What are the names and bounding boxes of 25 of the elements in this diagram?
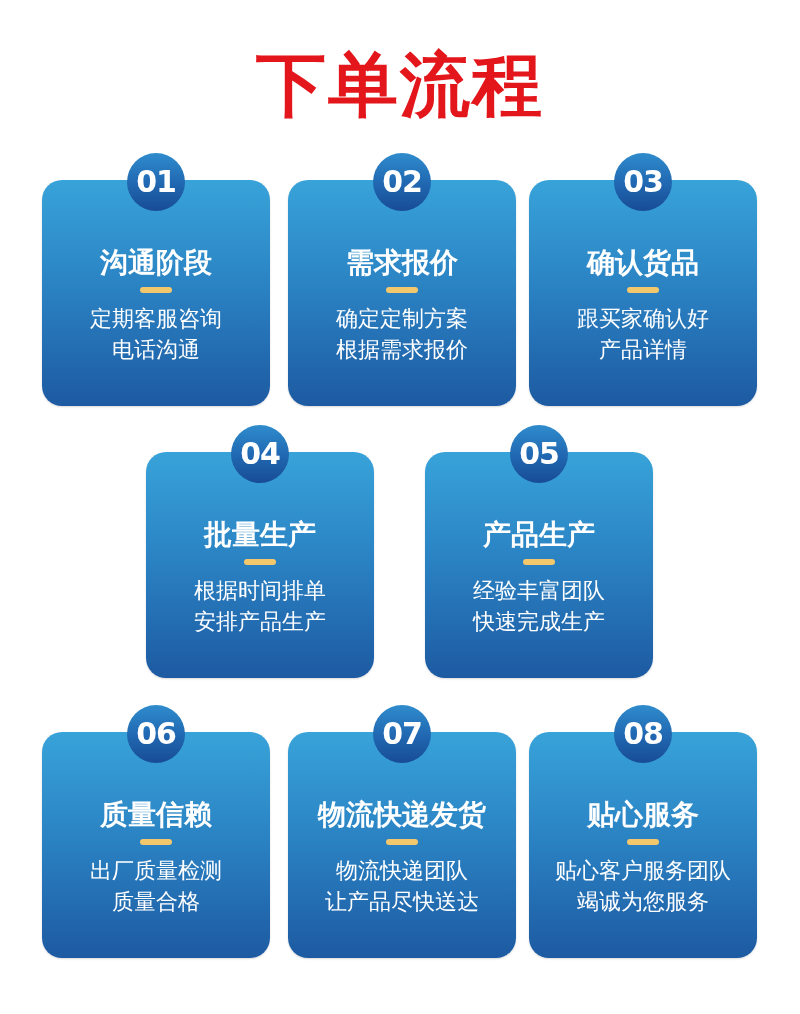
step-heading: 产品生产 xyxy=(483,517,595,553)
step-heading: 确认货品 xyxy=(587,245,699,281)
step-number-badge: 03 xyxy=(614,153,672,211)
step-number-badge: 05 xyxy=(510,425,568,483)
step-description: 经验丰富团队快速完成生产 xyxy=(473,577,605,636)
step-heading: 质量信赖 xyxy=(100,797,212,833)
step-heading: 需求报价 xyxy=(346,245,458,281)
step-description: 出厂质量检测质量合格 xyxy=(90,857,222,916)
step-number-badge: 07 xyxy=(373,705,431,763)
step-description: 贴心客户服务团队竭诚为您服务 xyxy=(555,857,731,916)
step-number-badge: 06 xyxy=(127,705,185,763)
step-number-badge: 02 xyxy=(373,153,431,211)
step-description: 确定定制方案根据需求报价 xyxy=(336,305,468,364)
step-heading: 批量生产 xyxy=(204,517,316,553)
step-heading: 沟通阶段 xyxy=(100,245,212,281)
page-title: 下单流程 xyxy=(256,43,544,128)
step-number-badge: 01 xyxy=(127,153,185,211)
step-description: 定期客服咨询电话沟通 xyxy=(90,305,222,364)
step-heading: 物流快递发货 xyxy=(318,797,486,833)
step-description: 跟买家确认好产品详情 xyxy=(577,305,709,364)
step-number-badge: 08 xyxy=(614,705,672,763)
step-number-badge: 04 xyxy=(231,425,289,483)
step-description: 物流快递团队让产品尽快送达 xyxy=(325,857,479,916)
step-heading: 贴心服务 xyxy=(587,797,699,833)
step-description: 根据时间排单安排产品生产 xyxy=(194,577,326,636)
